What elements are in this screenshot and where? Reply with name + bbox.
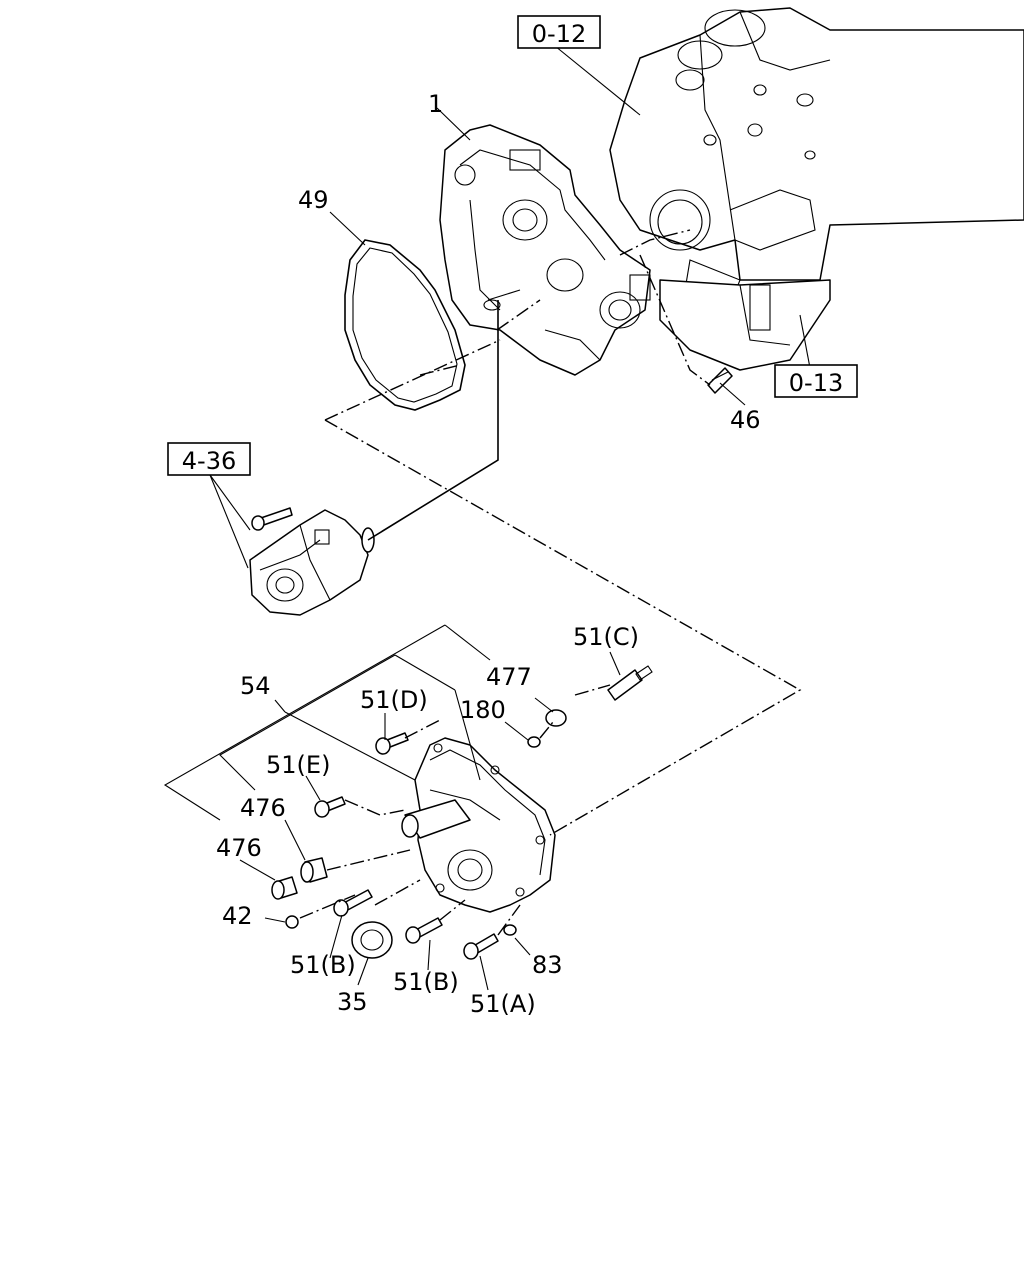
ref-box-4-36: 4-36 (167, 442, 251, 476)
assembly-lines (299, 229, 802, 936)
ref-label-4-36: 4-36 (182, 447, 236, 475)
label-part-476-a: 476 (240, 794, 286, 822)
label-part-180: 180 (460, 696, 506, 724)
front-cover-drawing (401, 737, 556, 913)
label-part-51a: 51(A) (470, 990, 536, 1018)
engine-block-drawing (609, 7, 1024, 371)
label-part-49: 49 (298, 186, 329, 214)
label-part-477: 477 (486, 663, 532, 691)
small-parts-drawing (271, 665, 653, 960)
label-part-51d: 51(D) (360, 686, 428, 714)
label-part-35: 35 (337, 988, 368, 1016)
label-part-42: 42 (222, 902, 253, 930)
stud-46-drawing (707, 367, 733, 394)
gasket-49-inner (352, 247, 458, 403)
label-part-46: 46 (730, 406, 761, 434)
ref-label-0-12: 0-12 (532, 20, 586, 48)
ref-box-0-13: 0-13 (774, 364, 858, 398)
leader-lines (163, 45, 811, 991)
timing-gear-case-drawing (439, 124, 651, 376)
label-part-51b-a: 51(B) (290, 951, 356, 979)
label-part-83: 83 (532, 951, 563, 979)
label-part-51c: 51(C) (573, 623, 639, 651)
label-part-54: 54 (240, 672, 271, 700)
label-part-1: 1 (428, 90, 443, 118)
gasket-49-drawing (344, 239, 466, 411)
label-part-51e: 51(E) (266, 751, 330, 779)
label-part-51b-b: 51(B) (393, 968, 459, 996)
part-labels: 1 49 46 51(C) 477 54 51(D) 180 51(E) 476… (216, 90, 761, 1018)
label-part-476-b: 476 (216, 834, 262, 862)
ref-box-0-12: 0-12 (517, 15, 601, 49)
pump-assembly-drawing (249, 507, 375, 616)
ref-label-0-13: 0-13 (789, 369, 843, 397)
